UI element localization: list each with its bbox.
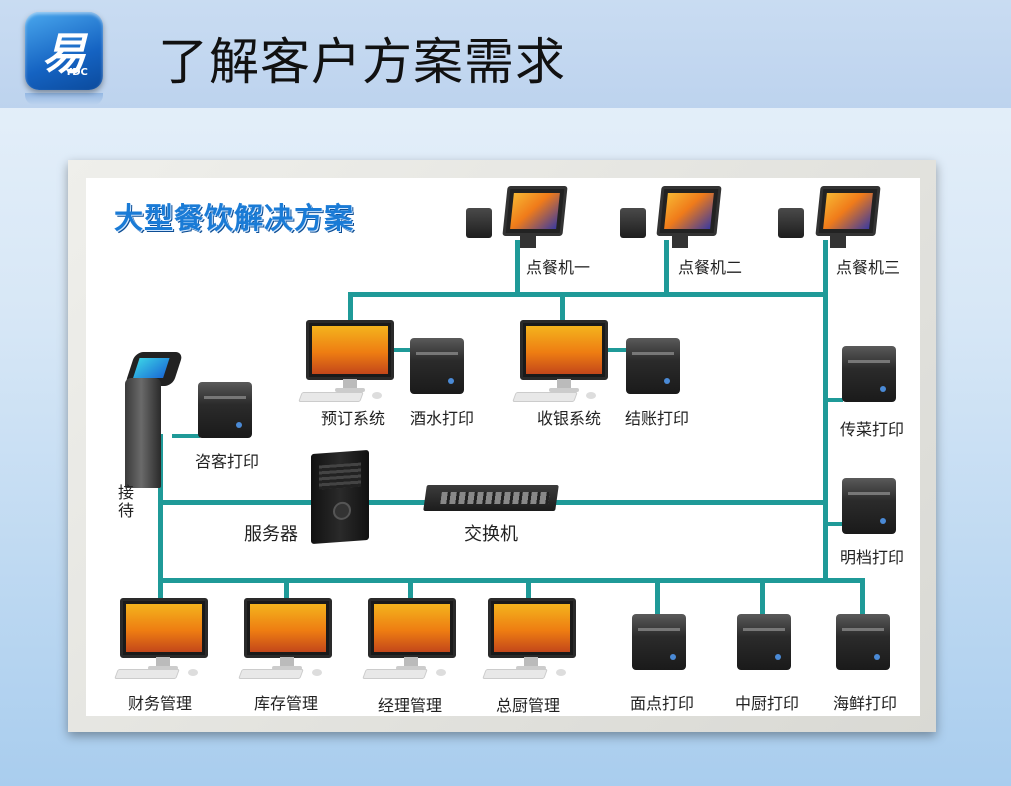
label-drink-print: 酒水打印: [410, 409, 475, 428]
network-line-inventory-drop: [284, 578, 289, 602]
network-line-booking-drop: [348, 292, 353, 322]
ydc-logo: 易 YDC: [25, 12, 103, 90]
kitchen-printer: [737, 614, 791, 670]
seafood-printer: [836, 614, 890, 670]
header-bar: [0, 0, 1011, 108]
network-line-left-vertical: [158, 434, 163, 584]
network-line-cashier-drop: [560, 292, 565, 322]
network-line-booking-to-drink: [390, 348, 412, 352]
label-pos-2: 点餐机二: [678, 258, 743, 277]
label-detail-print: 明档打印: [840, 548, 905, 567]
network-line-cashier-to-checkout: [604, 348, 628, 352]
server-tower: [311, 449, 369, 545]
network-line-right-vertical: [823, 240, 828, 580]
serve-printer: [842, 346, 896, 402]
network-line-detail-print: [823, 522, 843, 526]
network-line-top-bus: [348, 292, 826, 297]
label-switch: 交换机: [464, 524, 518, 545]
label-checkout-print: 结账打印: [625, 409, 690, 428]
label-inventory: 库存管理: [254, 694, 319, 713]
network-line-guest-print: [172, 434, 200, 438]
detail-printer: [842, 478, 896, 534]
network-line-pos1-drop: [515, 240, 520, 295]
diagram-title: 大型餐饮解决方案: [114, 201, 355, 235]
network-line-chef-drop: [526, 578, 531, 602]
label-seafood-print: 海鲜打印: [833, 694, 898, 713]
label-guest-print: 咨客打印: [195, 452, 260, 471]
network-line-bottom-bus: [158, 578, 863, 583]
guest-printer: [198, 382, 252, 438]
checkout-printer: [626, 338, 680, 394]
label-serve-print: 传菜打印: [840, 420, 905, 439]
logo-subtitle: YDC: [65, 67, 88, 78]
label-booking-system: 预订系统: [321, 409, 386, 428]
network-line-kitchen-drop: [760, 578, 765, 618]
label-pastry-print: 面点打印: [630, 694, 695, 713]
label-server: 服务器: [244, 524, 298, 545]
network-line-pastry-drop: [655, 578, 660, 618]
label-reception: 接 待: [118, 483, 135, 520]
label-finance: 财务管理: [128, 694, 193, 713]
network-switch: [423, 485, 559, 511]
logo-char: 易: [42, 29, 86, 80]
network-line-seafood-drop: [860, 578, 865, 618]
label-cashier-system: 收银系统: [537, 409, 602, 428]
network-line-serve-print: [823, 398, 843, 402]
network-line-manager-drop: [408, 578, 413, 602]
logo-reflection: [25, 93, 103, 105]
network-line-pos2-drop: [664, 240, 669, 295]
label-chef: 总厨管理: [496, 696, 561, 715]
label-pos-3: 点餐机三: [836, 258, 901, 277]
label-manager: 经理管理: [378, 696, 443, 715]
label-kitchen-print: 中厨打印: [735, 694, 800, 713]
page-title: 了解客户方案需求: [158, 33, 566, 91]
drink-printer: [410, 338, 464, 394]
pastry-printer: [632, 614, 686, 670]
network-line-finance-drop: [158, 578, 163, 602]
label-pos-1: 点餐机一: [526, 258, 591, 277]
